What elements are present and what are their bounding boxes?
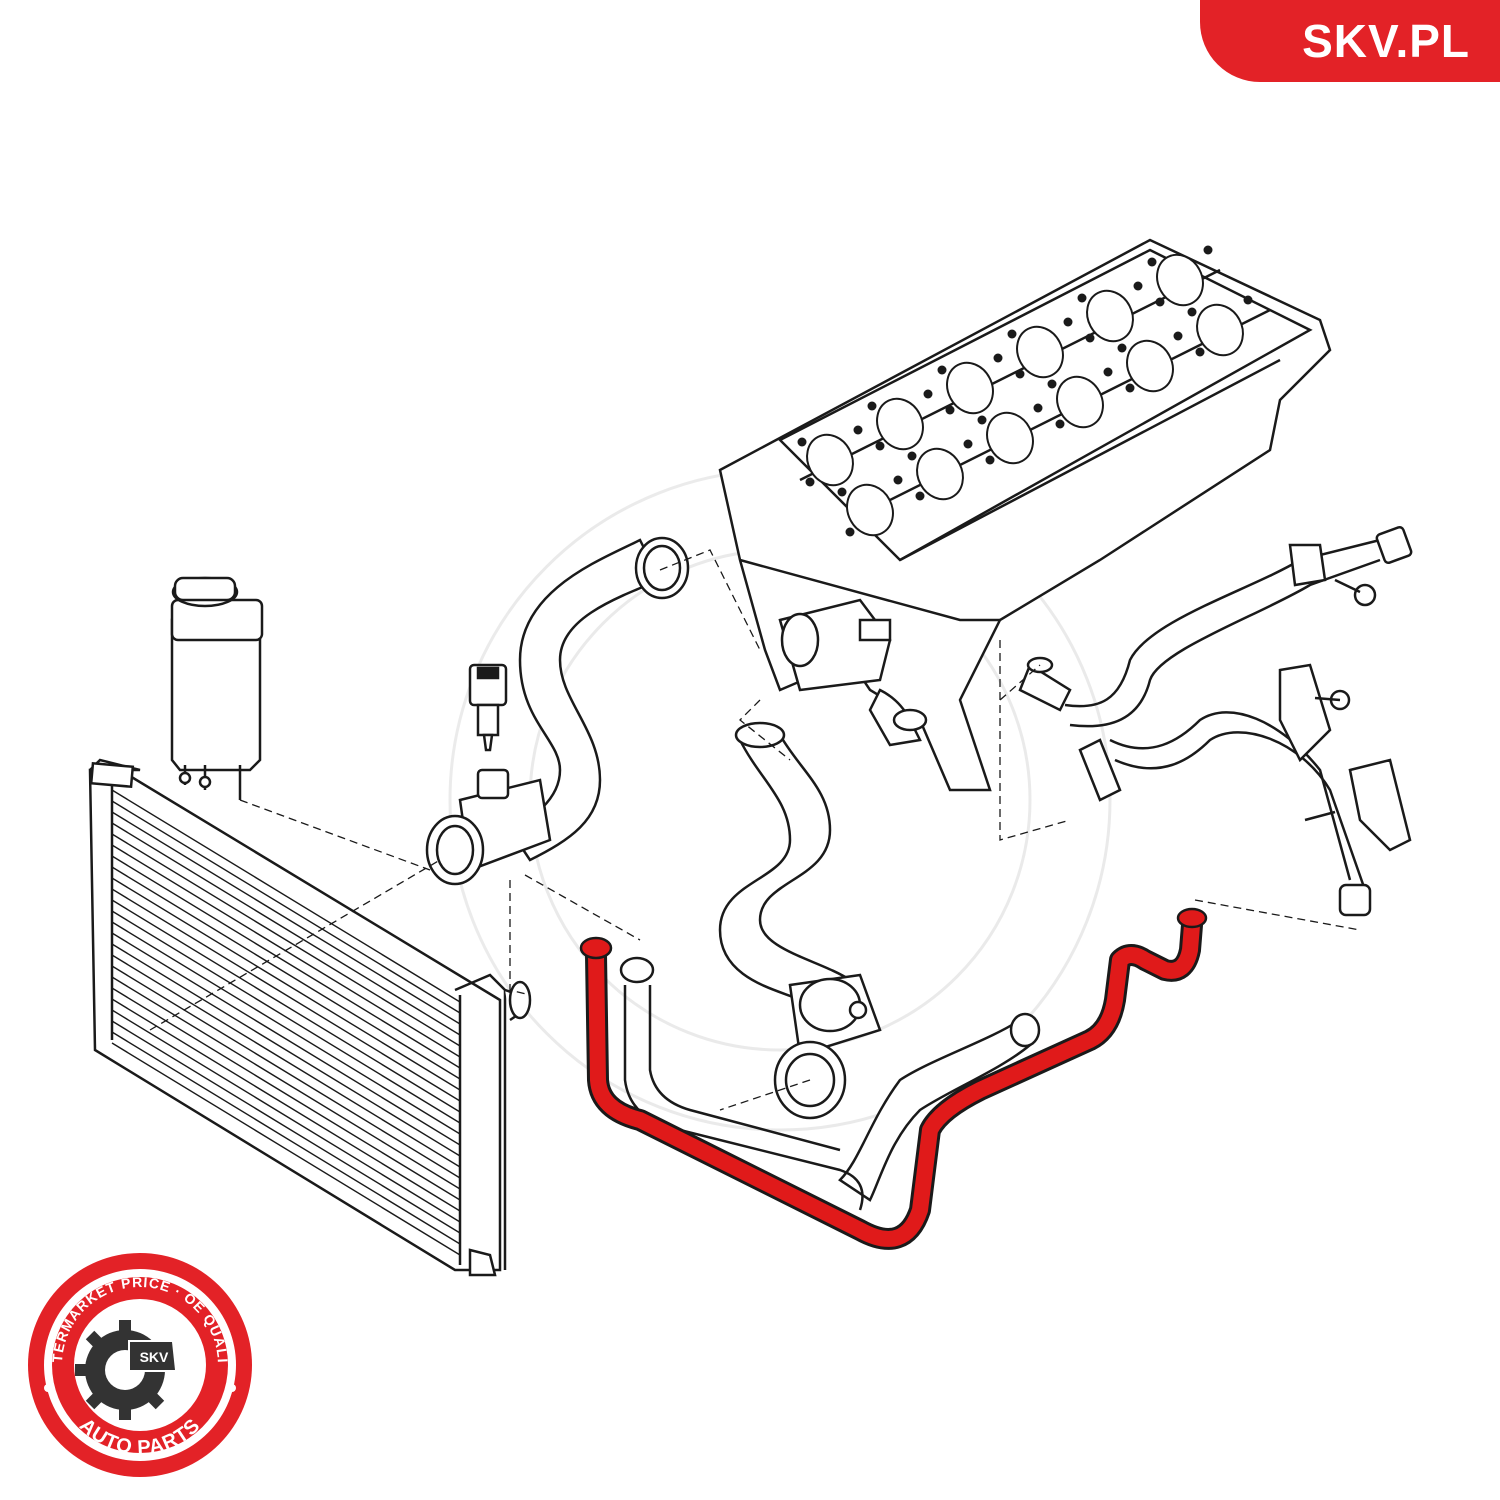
pipe-bracket — [1078, 663, 1412, 917]
engine-outlet-hose — [718, 721, 882, 1120]
heater-pipe-upper — [1064, 538, 1381, 728]
brand-label: SKV.PL — [1302, 15, 1470, 67]
radiator-fins — [111, 789, 461, 1256]
upper-hose-junction — [425, 768, 552, 886]
expansion-tank — [170, 576, 264, 800]
temperature-sensor — [468, 663, 508, 752]
badge-dot-right — [228, 1384, 236, 1392]
engine-bolts — [797, 245, 1253, 537]
leader-lines — [149, 549, 1361, 1111]
bypass-hose — [838, 1012, 1041, 1202]
thermostat-housing — [778, 598, 928, 747]
badge-center-text: SKV — [140, 1349, 169, 1365]
engine-cam-lobes — [806, 253, 1244, 537]
badge-dot-left — [44, 1384, 52, 1392]
brand-tab: SKV.PL — [1200, 0, 1500, 82]
gear-icon — [75, 1320, 178, 1420]
radiator — [88, 758, 532, 1277]
highlighted-coolant-hose — [579, 907, 1208, 1250]
heater-pipe-lower — [1109, 711, 1367, 891]
return-hose-coupling — [619, 956, 655, 984]
